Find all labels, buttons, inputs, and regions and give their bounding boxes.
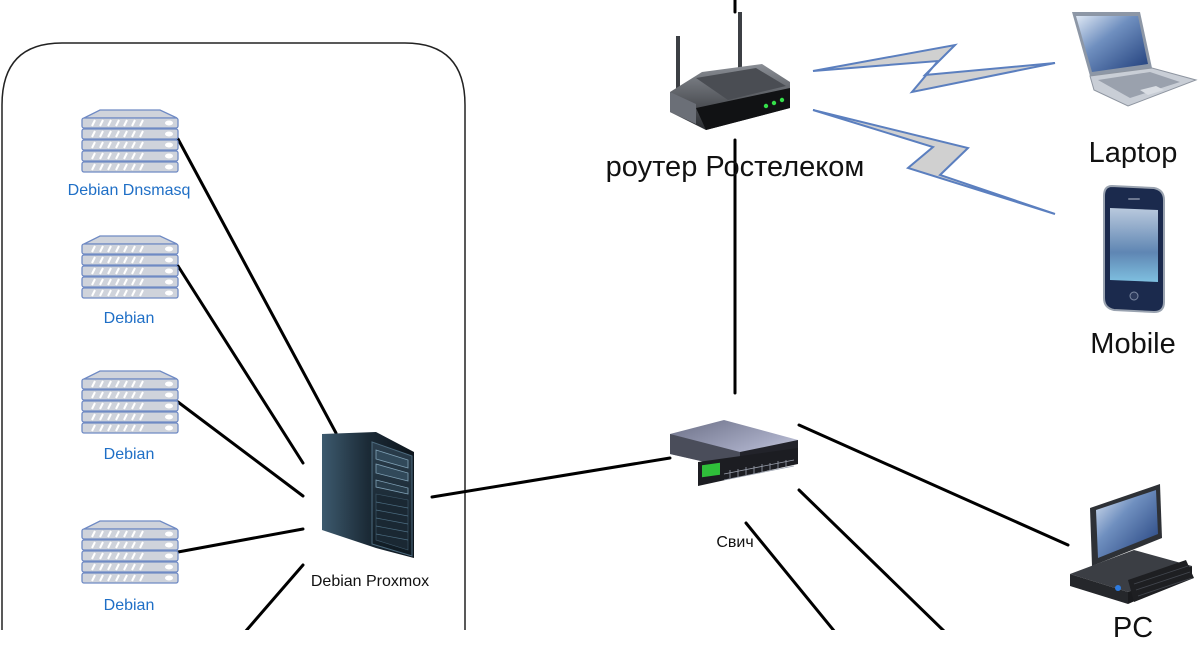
rack-server-icon[interactable] [80,519,180,585]
wireless-router-icon[interactable] [666,8,802,138]
link-vm3-proxmox [176,400,305,498]
rack-server-icon[interactable] [80,369,180,435]
links [176,0,1070,630]
proxmox-group-container [1,42,466,630]
smartphone-icon[interactable] [1098,184,1168,314]
tower-server-icon[interactable] [318,430,418,562]
router-label: роутер Ростелеком [605,151,865,183]
link-proxmox-down [244,563,305,630]
diagram-canvas [1,0,1070,630]
network-switch-icon[interactable] [668,418,800,492]
rack-server-icon[interactable] [80,234,180,300]
desktop-pc-icon[interactable] [1068,480,1196,604]
link-vm2-proxmox [176,264,305,465]
vm-dnsmasq-label: Debian Dnsmasq [67,182,191,199]
switch-label: Свич [716,534,754,551]
link-switch-down-1 [797,488,946,630]
wireless-links [812,43,1056,215]
wireless-bolt-mobile [812,109,1056,215]
laptop-label: Laptop [1088,137,1178,169]
vm-3-label: Debian [103,446,155,463]
vm-2-label: Debian [103,310,155,327]
link-switch-pc [797,423,1070,547]
vm-4-label: Debian [103,597,155,614]
proxmox-label: Debian Proxmox [310,573,430,590]
mobile-label: Mobile [1090,328,1176,360]
link-proxmox-switch [430,456,672,499]
link-switch-down-2 [744,521,836,630]
link-vm4-proxmox [176,527,305,554]
pc-label: PC [1112,612,1154,644]
link-dnsmasq-proxmox [176,137,338,435]
rack-server-icon[interactable] [80,108,180,174]
laptop-icon[interactable] [1068,10,1198,108]
wireless-bolt-laptop [812,43,1056,94]
